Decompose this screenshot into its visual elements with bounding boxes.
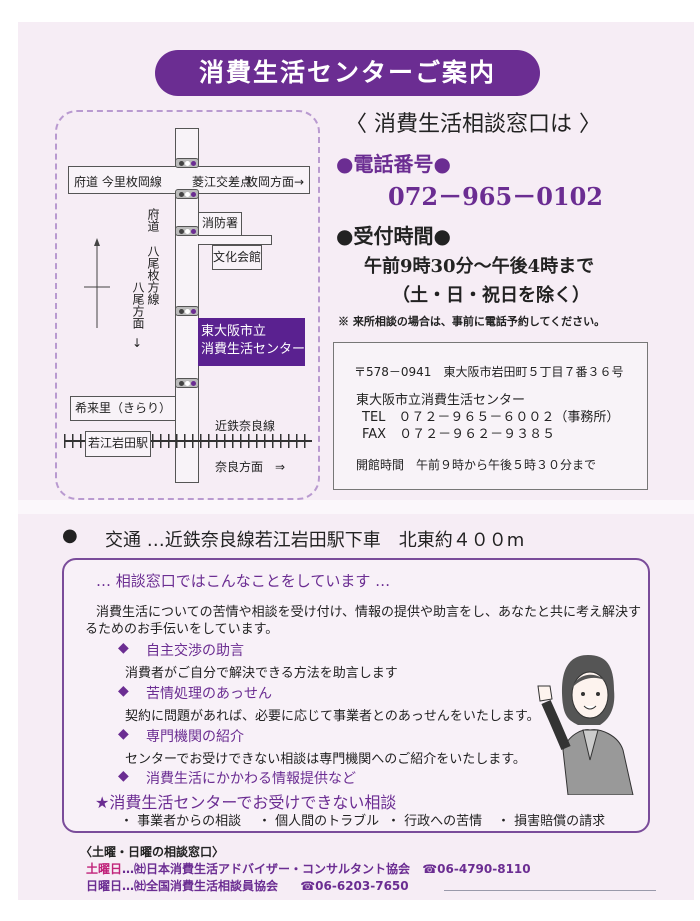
- map-label-yao: 八尾方面: [131, 281, 145, 329]
- saturday-label: 土曜日: [86, 862, 123, 876]
- opening-hours: 開館時間 午前９時から午後５時３０分まで: [356, 458, 597, 472]
- address-postal: 〒578－0941 東大阪市岩田町５丁目７番３６号: [354, 365, 624, 379]
- sunday-org: …㈳全国消費生活相談員協会: [122, 879, 279, 893]
- traffic-signal-icon: [175, 226, 199, 236]
- staff-illustration: [537, 655, 634, 795]
- divider: [444, 890, 656, 891]
- service-title: 専門機関の紹介: [146, 729, 244, 745]
- not-handled-item: ・ 個人間のトラブル: [258, 814, 380, 829]
- map-culture-hall: 文化会館: [212, 245, 262, 270]
- diamond-icon: ◆: [118, 768, 129, 784]
- hours: 午前9時30分～午後4時まで: [364, 256, 595, 277]
- access-text: 交通 …近鉄奈良線若江岩田駅下車 北東約４００m: [105, 530, 525, 551]
- not-handled-item: ・ 事業者からの相談: [120, 814, 242, 829]
- map-fire-station: 消防署: [198, 212, 242, 236]
- services-box: [62, 558, 650, 833]
- services-intro-2: るためのお手伝いをしています。: [85, 622, 279, 637]
- visit-note: ※ 来所相談の場合は、事前に電話予約してください。: [338, 315, 606, 328]
- phone-number: 072－965－0102: [388, 182, 603, 211]
- map-label-railway: 近鉄奈良線: [215, 419, 276, 433]
- road-branch: [198, 235, 272, 245]
- address-tel: TEL ０７２－９６５－６００２（事務所）: [362, 410, 620, 425]
- map-label-fudo: 府道: [146, 208, 160, 232]
- traffic-signal-icon: [175, 158, 199, 168]
- not-handled-title: ★消費生活センターでお受けできない相談: [95, 793, 397, 812]
- map-label-route: 八尾枚方線: [146, 245, 160, 305]
- page-title: 消費生活センターご案内: [155, 50, 540, 96]
- sunday-label: 日曜日: [86, 879, 123, 893]
- map-down-arrow: ↓: [132, 336, 143, 350]
- center-line2: 消費生活センター: [201, 342, 306, 357]
- address-box: 〒578－0941 東大阪市岩田町５丁目７番３６号 東大阪市立消費生活センター …: [333, 342, 648, 490]
- phone-label: ●電話番号●: [336, 152, 451, 176]
- address-name: 東大阪市立消費生活センター: [356, 393, 526, 408]
- service-title: 苦情処理のあっせん: [146, 686, 272, 702]
- map-label-road: 府道 今里枚岡線: [74, 175, 162, 189]
- center-line1: 東大阪市立: [201, 324, 267, 339]
- service-title: 自主交渉の助言: [146, 643, 244, 659]
- map-consumer-center: 東大阪市立 消費生活センター: [198, 318, 305, 366]
- diamond-icon: ◆: [118, 726, 129, 742]
- not-handled-item: ・ 損害賠償の請求: [497, 814, 606, 829]
- address-fax: FAX ０７２－９６２－９３８５: [362, 427, 556, 442]
- map-kirari: 希来里（きらり）: [70, 396, 176, 421]
- weekend-heading: 〈土曜・日曜の相談窓口〉: [80, 845, 225, 859]
- services-intro-1: 消費生活についての苦情や相談を受け付け、情報の提供や助言をし、あなたと共に考え解…: [96, 605, 641, 620]
- not-handled-item: ・ 行政への苦情: [387, 814, 483, 829]
- access-map: [55, 110, 320, 500]
- traffic-signal-icon: [175, 306, 199, 316]
- diamond-icon: ◆: [118, 683, 129, 699]
- traffic-signal-icon: [175, 378, 199, 388]
- weekend-saturday: 土曜日…㈳日本消費生活アドバイザー・コンサルタント協会 ☎06-4790-811…: [86, 860, 531, 877]
- service-desc: センターでお受けできない相談は専門機関へのご紹介をいたします。: [125, 752, 526, 767]
- services-heading: … 相談窓口ではこんなことをしています …: [96, 572, 391, 590]
- access-bullet-icon: ●: [62, 525, 78, 546]
- service-title: 消費生活にかかわる情報提供など: [146, 771, 356, 787]
- north-arrow-icon: [84, 238, 110, 328]
- traffic-signal-icon: [175, 189, 199, 199]
- closed-days: （土・日・祝日を除く）: [392, 285, 590, 306]
- map-label-intersection: 菱江交差点: [192, 175, 253, 189]
- weekend-sunday: 日曜日…㈳全国消費生活相談員協会 ☎06-6203-7650: [86, 877, 409, 894]
- service-desc: 消費者がご自分で解決できる方法を助言します: [125, 666, 398, 681]
- map-station: 若江岩田駅: [85, 431, 151, 457]
- map-label-nara: 奈良方面 ⇒: [215, 460, 286, 474]
- saturday-tel: ☎06-4790-8110: [422, 862, 531, 876]
- service-desc: 契約に問題があれば、必要に応じて事業者とのあっせんをいたします。: [125, 709, 540, 724]
- map-label-hiraoka: 枚岡方面→: [246, 175, 305, 189]
- diamond-icon: ◆: [118, 640, 129, 656]
- consult-heading: 〈 消費生活相談窓口は 〉: [345, 112, 601, 137]
- saturday-org: …㈳日本消費生活アドバイザー・コンサルタント協会: [122, 862, 411, 876]
- sunday-tel: ☎06-6203-7650: [300, 879, 409, 893]
- scan-band: [18, 500, 694, 514]
- hours-label: ●受付時間●: [336, 224, 451, 248]
